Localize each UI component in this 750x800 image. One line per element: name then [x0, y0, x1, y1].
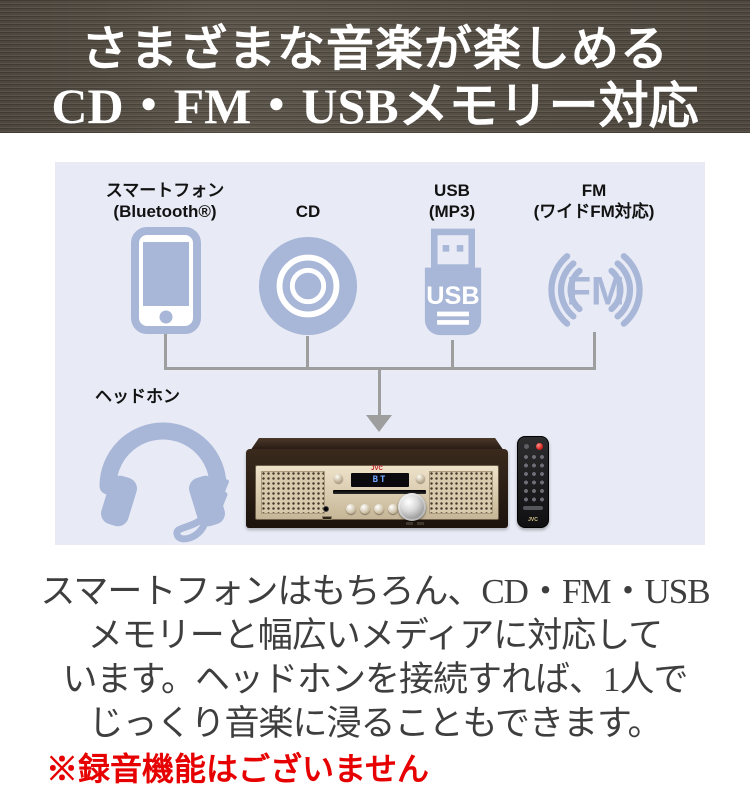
remote-power-button — [536, 443, 543, 450]
down-arrow-icon — [366, 415, 392, 432]
description-line: います。ヘッドホンを接続すれば、1人で — [62, 660, 688, 699]
fm-label: FM (ワイドFM対応) — [514, 176, 674, 222]
usb-icon-text: USB — [426, 282, 479, 310]
smartphone-icon — [131, 227, 201, 334]
fm-radio-icon: FM — [548, 253, 643, 327]
description-line: じっくり音楽に浸ることもできます。 — [88, 704, 662, 743]
remote-button — [524, 444, 529, 449]
description-line: スマートフォンはもちろん、CD・FM・USB — [40, 572, 710, 611]
remote-control-image: JVC — [517, 436, 549, 528]
remote-brand-logo: JVC — [528, 517, 538, 523]
stereo-small-knob-right — [416, 474, 425, 483]
cd-label: CD — [228, 176, 388, 222]
stereo-button — [374, 504, 384, 514]
hero-title-line2: CD・FM・USBメモリー対応 — [51, 78, 699, 134]
stereo-button — [346, 504, 356, 514]
smartphone-label-line1: スマートフォン — [105, 181, 225, 200]
disclaimer-note: ※録音機能はございません — [46, 751, 430, 787]
usb-label-line2: (MP3) — [428, 202, 476, 221]
stereo-system-image: JVC BT — [246, 438, 508, 528]
headphone-label: ヘッドホン — [95, 387, 180, 406]
stereo-display: BT — [351, 473, 409, 487]
speaker-grille-right — [429, 471, 493, 514]
connector-stub-smartphone — [164, 334, 167, 367]
headphone-jack — [323, 506, 329, 512]
cd-slot — [333, 490, 426, 494]
description-line: メモリーと幅広いメディアに対応して — [87, 616, 664, 655]
speaker-grille-left — [261, 471, 325, 514]
stereo-cabinet: JVC BT — [246, 449, 508, 528]
remote-button-grid — [523, 454, 544, 504]
usb-label-line1: USB — [434, 181, 470, 200]
fm-label-line2: (ワイドFM対応) — [533, 202, 655, 221]
smartphone-label: スマートフォン (Bluetooth®) — [85, 176, 245, 222]
stereo-brand-logo: JVC — [371, 466, 383, 472]
description-text: スマートフォンはもちろん、CD・FM・USB メモリーと幅広いメディアに対応して… — [0, 570, 750, 746]
cd-label-line1: CD — [295, 202, 321, 221]
stereo-cabinet-top — [250, 438, 504, 451]
fm-label-line1: FM — [581, 181, 607, 200]
connector-stub-usb — [451, 340, 454, 367]
smartphone-label-line2: (Bluetooth®) — [113, 202, 217, 221]
stereo-badges — [406, 522, 426, 525]
connector-stub-cd — [306, 336, 309, 367]
cd-icon — [258, 236, 358, 336]
connectivity-diagram: スマートフォン (Bluetooth®) CD USB (MP3) FM (ワイ… — [55, 162, 705, 545]
usb-label: USB (MP3) — [372, 176, 532, 222]
connector-stub-fm — [593, 332, 596, 367]
stereo-front-panel: JVC BT — [255, 465, 499, 525]
usb-port — [322, 516, 332, 520]
usb-icon: USB — [424, 228, 482, 336]
volume-knob — [398, 493, 426, 521]
connector-arrow-stem — [378, 367, 381, 417]
headphone-icon — [99, 422, 229, 543]
hero-title-line1: さまざまな音楽が楽しめる — [80, 23, 669, 76]
stereo-button — [360, 504, 370, 514]
stereo-small-knob-left — [334, 474, 343, 483]
remote-wide-button — [523, 506, 543, 510]
stereo-button — [388, 504, 398, 514]
hero-banner: さまざまな音楽が楽しめる CD・FM・USBメモリー対応 — [0, 0, 750, 134]
